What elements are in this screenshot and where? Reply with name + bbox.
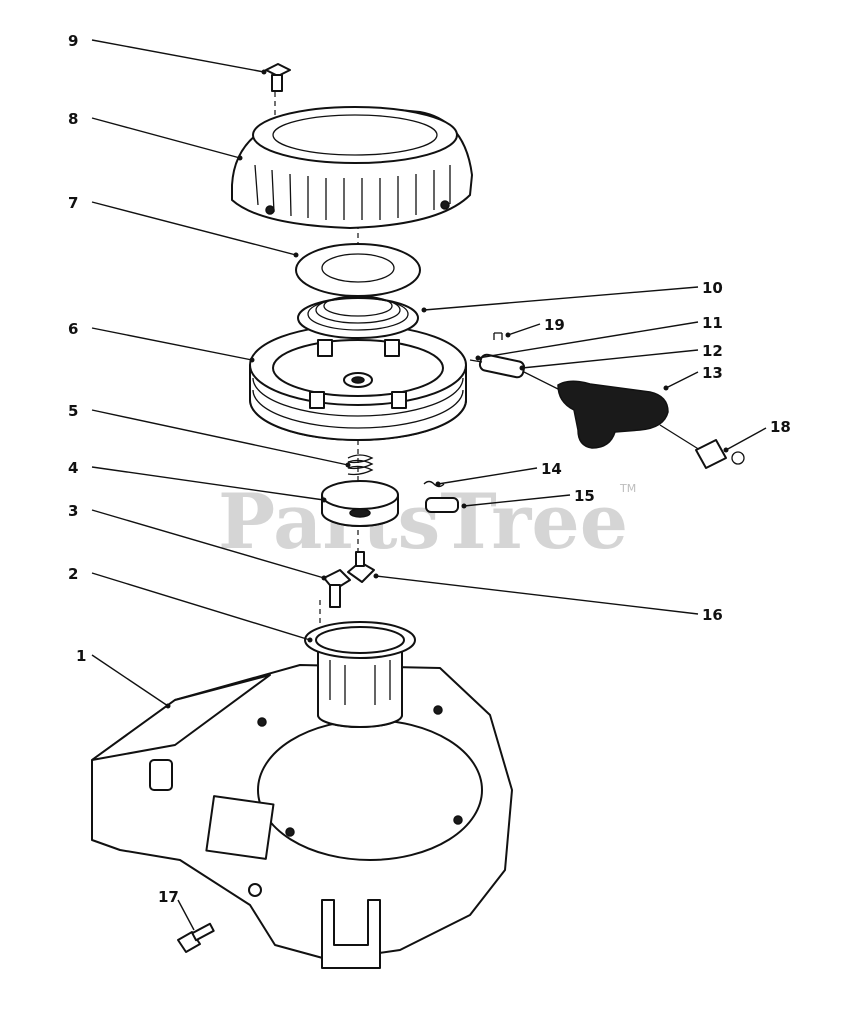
- part-16-screw: [347, 551, 375, 583]
- callout-11: 11: [702, 314, 723, 332]
- callout-10: 10: [702, 279, 723, 297]
- callout-19: 19: [544, 316, 565, 334]
- callout-1: 1: [76, 647, 86, 665]
- callout-13: 13: [702, 364, 723, 382]
- leader-8: [91, 117, 241, 159]
- watermark: PartsTree TM: [218, 477, 636, 566]
- callout-12: 12: [702, 342, 723, 360]
- leader-7: [91, 201, 297, 256]
- part-3-bolt: [323, 569, 351, 608]
- leader-5: [91, 409, 349, 466]
- part-14-spring: [423, 480, 445, 488]
- leader-18: [725, 427, 767, 451]
- leader-15: [463, 494, 571, 507]
- leader-9: [91, 39, 265, 73]
- part-2-starter-cup: [304, 621, 416, 728]
- part-7-spring-cover: [295, 243, 421, 297]
- callout-15: 15: [574, 487, 595, 505]
- part-10-rewind-spring: [297, 295, 419, 339]
- leader-17: [177, 899, 195, 931]
- part-18-clip: [695, 439, 745, 469]
- watermark-trademark: TM: [619, 482, 636, 495]
- part-4-retainer: [321, 480, 399, 527]
- part-6-pulley: [249, 324, 467, 441]
- part-17-screw: [177, 922, 215, 953]
- leader-11: [477, 321, 699, 359]
- leader-2: [91, 572, 311, 641]
- watermark-text: PartsTree: [218, 477, 628, 566]
- part-13-handle: [557, 380, 701, 451]
- leader-14: [437, 467, 538, 485]
- part-8-housing: [231, 106, 473, 229]
- callout-7: 7: [68, 194, 78, 212]
- leader-10: [423, 286, 699, 311]
- leader-3: [91, 509, 325, 579]
- leader-13: [665, 371, 699, 389]
- callout-18: 18: [770, 418, 791, 436]
- leader-lines: [91, 39, 767, 931]
- part-19-staple: [493, 332, 503, 340]
- leader-4: [91, 466, 325, 501]
- part-9-bolt: [265, 63, 291, 92]
- callout-4: 4: [68, 459, 78, 477]
- callout-labels: 9 8 7 6 5 4 3 2 1 10 11 12 13 14 15 16 1…: [68, 32, 791, 906]
- callout-14: 14: [541, 460, 562, 478]
- callout-3: 3: [68, 502, 78, 520]
- callout-2: 2: [68, 565, 78, 583]
- part-1-blower-housing: [91, 664, 513, 969]
- callout-17: 17: [158, 888, 179, 906]
- part-11-12-rope-insert: [469, 353, 561, 391]
- leader-1: [91, 654, 169, 707]
- leader-6: [91, 327, 253, 361]
- leader-16: [375, 575, 699, 615]
- callout-6: 6: [68, 320, 78, 338]
- callout-5: 5: [68, 402, 78, 420]
- callout-8: 8: [68, 110, 78, 128]
- leader-12: [521, 349, 699, 369]
- leader-19: [507, 323, 541, 336]
- part-15-pawl: [425, 497, 459, 513]
- callout-16: 16: [702, 606, 723, 624]
- callout-9: 9: [68, 32, 78, 50]
- part-5-spring: [347, 454, 374, 476]
